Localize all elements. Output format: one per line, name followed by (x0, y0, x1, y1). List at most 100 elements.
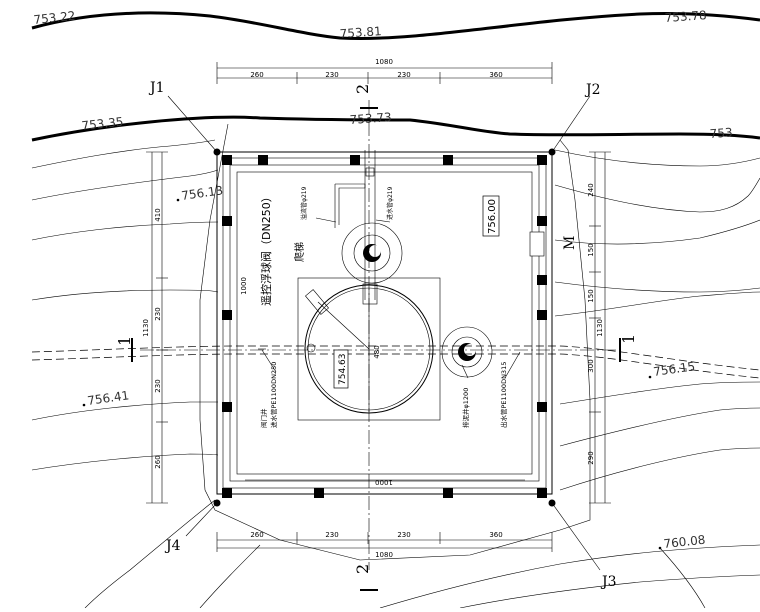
tank-elevation: 754.63 (338, 354, 348, 386)
dim-bottom-1: 260 (250, 531, 263, 539)
section-label: 1 (619, 334, 638, 344)
dim-left-2: 230 (154, 307, 162, 320)
site-boundary (199, 123, 591, 561)
section-marker-2-top: 2 (353, 84, 378, 109)
dim-left-1: 410 (154, 208, 162, 221)
corner-label-j2: J2 (584, 82, 601, 98)
right-dimensions (589, 151, 611, 504)
dim-left-total: 1130 (142, 319, 150, 337)
elevation-label: 756.41 (86, 388, 130, 408)
contour-line (31, 289, 219, 301)
contour-line (31, 169, 219, 201)
section-label: 2 (353, 84, 372, 94)
inlet-pipe-vertical (364, 150, 376, 300)
elevation-label: 753.35 (81, 115, 124, 133)
dim-top-2: 230 (325, 71, 338, 79)
top-dimensions (216, 62, 553, 84)
contour-line (559, 447, 760, 491)
corner-label-j1: J1 (148, 80, 165, 96)
elevation-point (658, 546, 662, 550)
contour-line (554, 177, 760, 213)
mud-label-leader (461, 364, 469, 379)
outlet-label-leader (504, 351, 521, 379)
elevation-label: 753.22 (33, 9, 76, 27)
contour-line (459, 574, 760, 609)
j4-leader (185, 502, 218, 537)
contour-line (84, 499, 216, 609)
bottom-dimensions (216, 532, 553, 552)
inlet-valve-marker (306, 343, 316, 353)
upper-terrain-line (31, 115, 760, 142)
wall-layer-3 (229, 164, 540, 482)
elevation-point (648, 375, 652, 379)
pipeline-lower (31, 353, 760, 379)
dim-top-3: 230 (397, 71, 410, 79)
fence-posts (222, 155, 547, 498)
dim-top-1: 260 (250, 71, 263, 79)
contour-line (659, 547, 706, 609)
contour-line (379, 544, 760, 609)
dim-left-4: 260 (154, 455, 162, 468)
section-marker-1-right: 1 (619, 334, 638, 362)
dim-left-3: 230 (154, 379, 162, 392)
overflow-well-outer (341, 222, 403, 284)
contour-line (31, 453, 219, 471)
dim-bottom-4: 360 (489, 531, 502, 539)
pipe-valve-box (362, 283, 378, 305)
dim-right-3: 150 (587, 289, 595, 302)
j1-leader (167, 95, 218, 153)
contour-line (554, 149, 760, 167)
corner-label-j4: J4 (164, 538, 181, 554)
contour-line (559, 381, 760, 405)
outer-wall (216, 151, 553, 495)
j2-leader (551, 95, 591, 153)
dim-right-total: 1130 (596, 319, 604, 337)
door-label: M (562, 236, 578, 250)
elevation-point (176, 198, 180, 202)
dim-inner-vertical: 1000 (240, 277, 248, 295)
corner-label-j3: J3 (600, 574, 617, 590)
valve-well-label: 阀门井 (259, 408, 268, 428)
valve-label: 遥控浮球阀（DN250） (259, 191, 273, 306)
contour-line (31, 139, 216, 169)
wall-layer-2 (222, 157, 547, 489)
wall-layer-4 (236, 171, 533, 475)
pipe-marker (365, 167, 375, 177)
pipeline-upper (31, 345, 760, 371)
overflow-pipe (334, 183, 366, 228)
top-terrain-line (31, 11, 760, 40)
contour-line (554, 219, 760, 245)
ladder-leader (317, 301, 370, 350)
ladder-label: 爬梯 (293, 242, 306, 262)
dim-right-5: 290 (587, 451, 595, 464)
dim-right-1: 240 (587, 183, 595, 196)
section-marker-1-left: 1 (115, 336, 134, 362)
pipe-label-leader (315, 217, 337, 223)
ladder (305, 289, 329, 315)
elevation-label: 756.15 (652, 359, 696, 379)
dim-right-2: 150 (587, 243, 595, 256)
dim-tank-radius: 480 (373, 345, 381, 358)
dim-bottom-3: 230 (397, 531, 410, 539)
contour-line (554, 291, 760, 317)
inlet-pipe-top-label: 进水管φ219 (386, 186, 394, 220)
dim-right-4: 300 (587, 359, 595, 372)
elevation-label: 753 (709, 125, 733, 141)
dim-inner-bottom: 1000 (375, 478, 393, 486)
contour-line (554, 281, 760, 293)
elevation-label: 756.13 (180, 183, 224, 203)
overflow-well-mid (353, 234, 391, 272)
contour-line (31, 221, 219, 241)
dim-bottom-2: 230 (325, 531, 338, 539)
dim-top-total: 1080 (375, 58, 393, 66)
outlet-pipe-label: 出水管PE1100DN315 (499, 362, 508, 428)
inlet-label-leader (261, 349, 277, 373)
inlet-pipe-label: 进水管PE1100DN250 (269, 362, 278, 428)
elevation-label: 753.81 (339, 24, 382, 41)
pad-elevation: 756.00 (487, 199, 498, 234)
dim-bottom-total: 1080 (375, 551, 393, 559)
dim-top-4: 360 (489, 71, 502, 79)
contour-line (559, 407, 760, 447)
